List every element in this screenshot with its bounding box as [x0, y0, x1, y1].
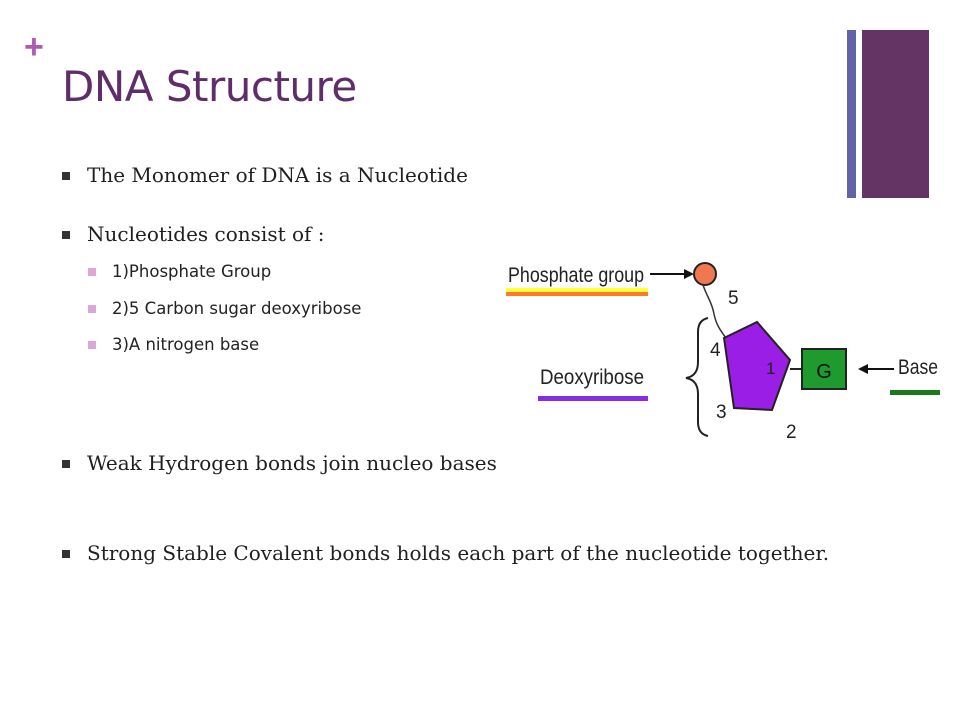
bullet-monomer: The Monomer of DNA is a Nucleotide: [62, 161, 822, 189]
carbon-number-2: 2: [786, 422, 797, 443]
deoxyribose-label: Deoxyribose: [540, 366, 644, 389]
base-underline: [890, 390, 940, 395]
base-letter: G: [816, 361, 832, 383]
carbon-number-1: 1: [766, 359, 775, 378]
sub-bullet-phosphate: 1)Phosphate Group: [88, 261, 488, 283]
bullet-hydrogen-bonds: Weak Hydrogen bonds join nucleo bases: [62, 449, 622, 477]
accent-bar-thick: [862, 30, 929, 198]
sugar-brace: [685, 317, 709, 437]
carbon-number-3: 3: [716, 402, 727, 423]
phosphate-label: Phosphate group: [508, 264, 644, 287]
sub-bullet-base: 3)A nitrogen base: [88, 334, 488, 356]
carbon-number-5: 5: [728, 288, 739, 309]
accent-bar-thin: [847, 30, 856, 198]
sub-bullet-square-icon: [88, 341, 96, 349]
phosphate-sugar-bond: [702, 284, 727, 339]
sub-bullet-text: 2)5 Carbon sugar deoxyribose: [112, 299, 362, 318]
bullet-square-icon: [62, 460, 70, 468]
arrow-head-icon: [858, 364, 868, 374]
bullet-text: Weak Hydrogen bonds join nucleo bases: [87, 451, 497, 475]
sub-bullet-square-icon: [88, 268, 96, 276]
phosphate-circle: [693, 262, 717, 286]
bullet-square-icon: [62, 231, 70, 239]
bullet-square-icon: [62, 550, 70, 558]
bullet-nucleotides: Nucleotides consist of :: [62, 220, 822, 248]
bullet-covalent-bonds: Strong Stable Covalent bonds holds each …: [62, 539, 892, 567]
deoxyribose-underline: [538, 396, 648, 401]
carbon-number-4: 4: [710, 340, 721, 361]
bullet-text: Nucleotides consist of :: [87, 222, 325, 246]
base-label: Base: [898, 356, 938, 379]
sub-bullet-text: 1)Phosphate Group: [112, 262, 272, 281]
base-square: [801, 348, 847, 390]
bullet-square-icon: [62, 172, 70, 180]
sub-bullet-text: 3)A nitrogen base: [112, 335, 260, 354]
phosphate-underline-orange: [506, 292, 648, 296]
slide-title: DNA Structure: [62, 62, 357, 111]
nucleotide-diagram-svg: Phosphate group 5 Deoxyribose 4 1 3 2 G …: [506, 262, 940, 443]
nucleotide-diagram: Phosphate group 5 Deoxyribose 4 1 3 2 G …: [502, 242, 942, 470]
phosphate-underline-yellow: [506, 288, 648, 292]
bullet-text: The Monomer of DNA is a Nucleotide: [87, 163, 468, 187]
bullet-text: Strong Stable Covalent bonds holds each …: [87, 541, 830, 565]
sub-bullet-square-icon: [88, 305, 96, 313]
sub-bullet-sugar: 2)5 Carbon sugar deoxyribose: [88, 298, 488, 320]
slide-plus-marker: +: [24, 28, 44, 66]
arrow-head-icon: [684, 269, 694, 279]
deoxyribose-pentagon: [722, 320, 792, 412]
